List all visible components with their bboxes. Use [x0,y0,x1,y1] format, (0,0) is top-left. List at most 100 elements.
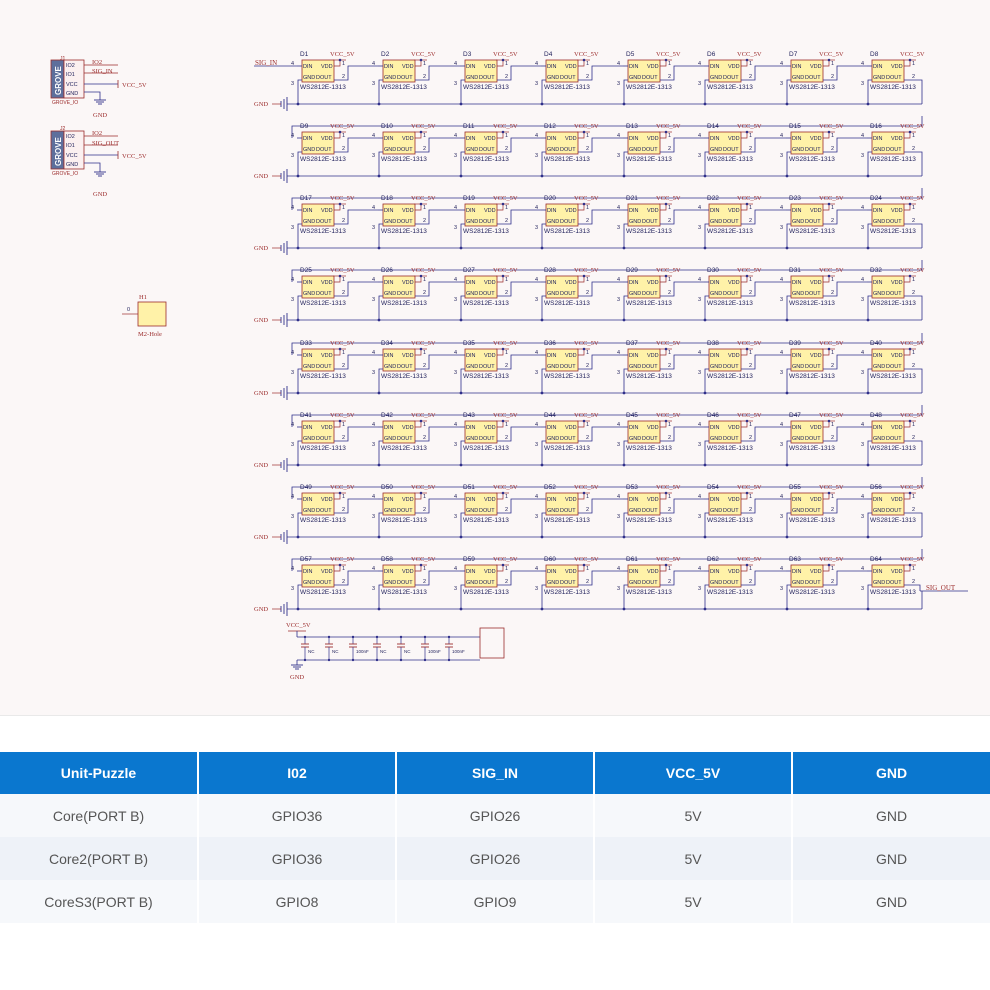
table-cell: Core2(PORT B) [0,837,199,880]
part-number: WS2812E-1313 [544,373,590,380]
pin-gnd: GND [629,75,641,81]
pin-num: 4 [535,422,538,428]
pin-din: DIN [384,280,394,286]
pin-num: 4 [535,133,538,139]
pin-num: 1 [586,566,589,572]
pin-din: DIN [547,64,557,70]
pin-dout: DOUT [560,364,576,370]
grove2-net-gnd: GND [93,191,107,198]
pin-gnd: GND [466,75,478,81]
pin-din: DIN [384,64,394,70]
pin-num: 2 [912,74,915,80]
pin-vdd: VDD [484,280,496,286]
pin-num: 4 [372,61,375,67]
pin-num: 4 [372,566,375,572]
pin-num: 3 [698,81,701,87]
capacitor-value: NC [332,649,339,654]
pin-vdd: VDD [321,353,333,359]
led-ref: D49 [300,484,312,491]
pin-num: 4 [535,277,538,283]
pin-din: DIN [547,280,557,286]
pin-vdd: VDD [484,425,496,431]
pin-num: 3 [780,370,783,376]
led-ref: D16 [870,123,882,130]
header-io2: I02 [198,752,397,794]
pin-num: 1 [505,494,508,500]
hole-pin: 0 [127,307,130,313]
led-ref: D41 [300,412,312,419]
pin-num: 1 [749,350,752,356]
pin-num: 3 [291,586,294,592]
pin-num: 3 [291,81,294,87]
pin-num: 1 [749,566,752,572]
pin-vdd: VDD [891,208,903,214]
pin-num: 3 [291,153,294,159]
pin-num: 1 [831,61,834,67]
pin-num: 1 [912,277,915,283]
pin-gnd: GND [303,291,315,297]
pin-dout: DOUT [805,364,821,370]
pin-num: 1 [342,566,345,572]
pin-din: DIN [873,280,883,286]
pin-num: 2 [912,146,915,152]
pin-vdd: VDD [728,425,740,431]
vcc-label: VCC_5V [411,340,436,347]
pin-num: 3 [780,442,783,448]
pin-dout: DOUT [316,75,332,81]
pin-vdd: VDD [647,64,659,70]
pin-num: 1 [668,566,671,572]
vcc-label: VCC_5V [819,123,844,130]
pin-dout: DOUT [479,580,495,586]
led-ref: D60 [544,556,556,563]
pin-num: 2 [668,290,671,296]
pin-num: 4 [780,494,783,500]
pin-num: 1 [342,133,345,139]
vcc-label: VCC_5V [330,412,355,419]
pin-num: 2 [342,507,345,513]
pin-num: 1 [668,494,671,500]
pin-num: 3 [861,586,864,592]
pin-num: 2 [668,146,671,152]
led-ref: D37 [626,340,638,347]
pin-vdd: VDD [647,497,659,503]
pin-num: 2 [749,218,752,224]
part-number: WS2812E-1313 [626,84,672,91]
pin-gnd: GND [547,436,559,442]
pin-num: 3 [454,225,457,231]
pin-num: 3 [698,442,701,448]
pin-vdd: VDD [321,497,333,503]
pin-din: DIN [710,569,720,575]
pin-num: 1 [423,566,426,572]
pin-gnd: GND [629,580,641,586]
pin-gnd: GND [873,219,885,225]
led-ref: D26 [381,267,393,274]
pin-din: DIN [873,353,883,359]
pin-din: DIN [873,425,883,431]
pin-vdd: VDD [728,280,740,286]
pin-gnd: GND [303,436,315,442]
pin-num: 2 [423,435,426,441]
pin-num: 4 [861,277,864,283]
pin-din: DIN [710,425,720,431]
part-number: WS2812E-1313 [463,517,509,524]
vcc-label: VCC_5V [493,123,518,130]
pin-num: 3 [698,586,701,592]
pin-num: 4 [861,422,864,428]
pin-din: DIN [792,425,802,431]
pin-vdd: VDD [565,425,577,431]
pin-vdd: VDD [484,353,496,359]
pin-dout: DOUT [479,291,495,297]
gnd-label: GND [254,534,268,541]
pin-num: 3 [291,370,294,376]
pin-num: 3 [535,586,538,592]
pin-num: 2 [912,435,915,441]
